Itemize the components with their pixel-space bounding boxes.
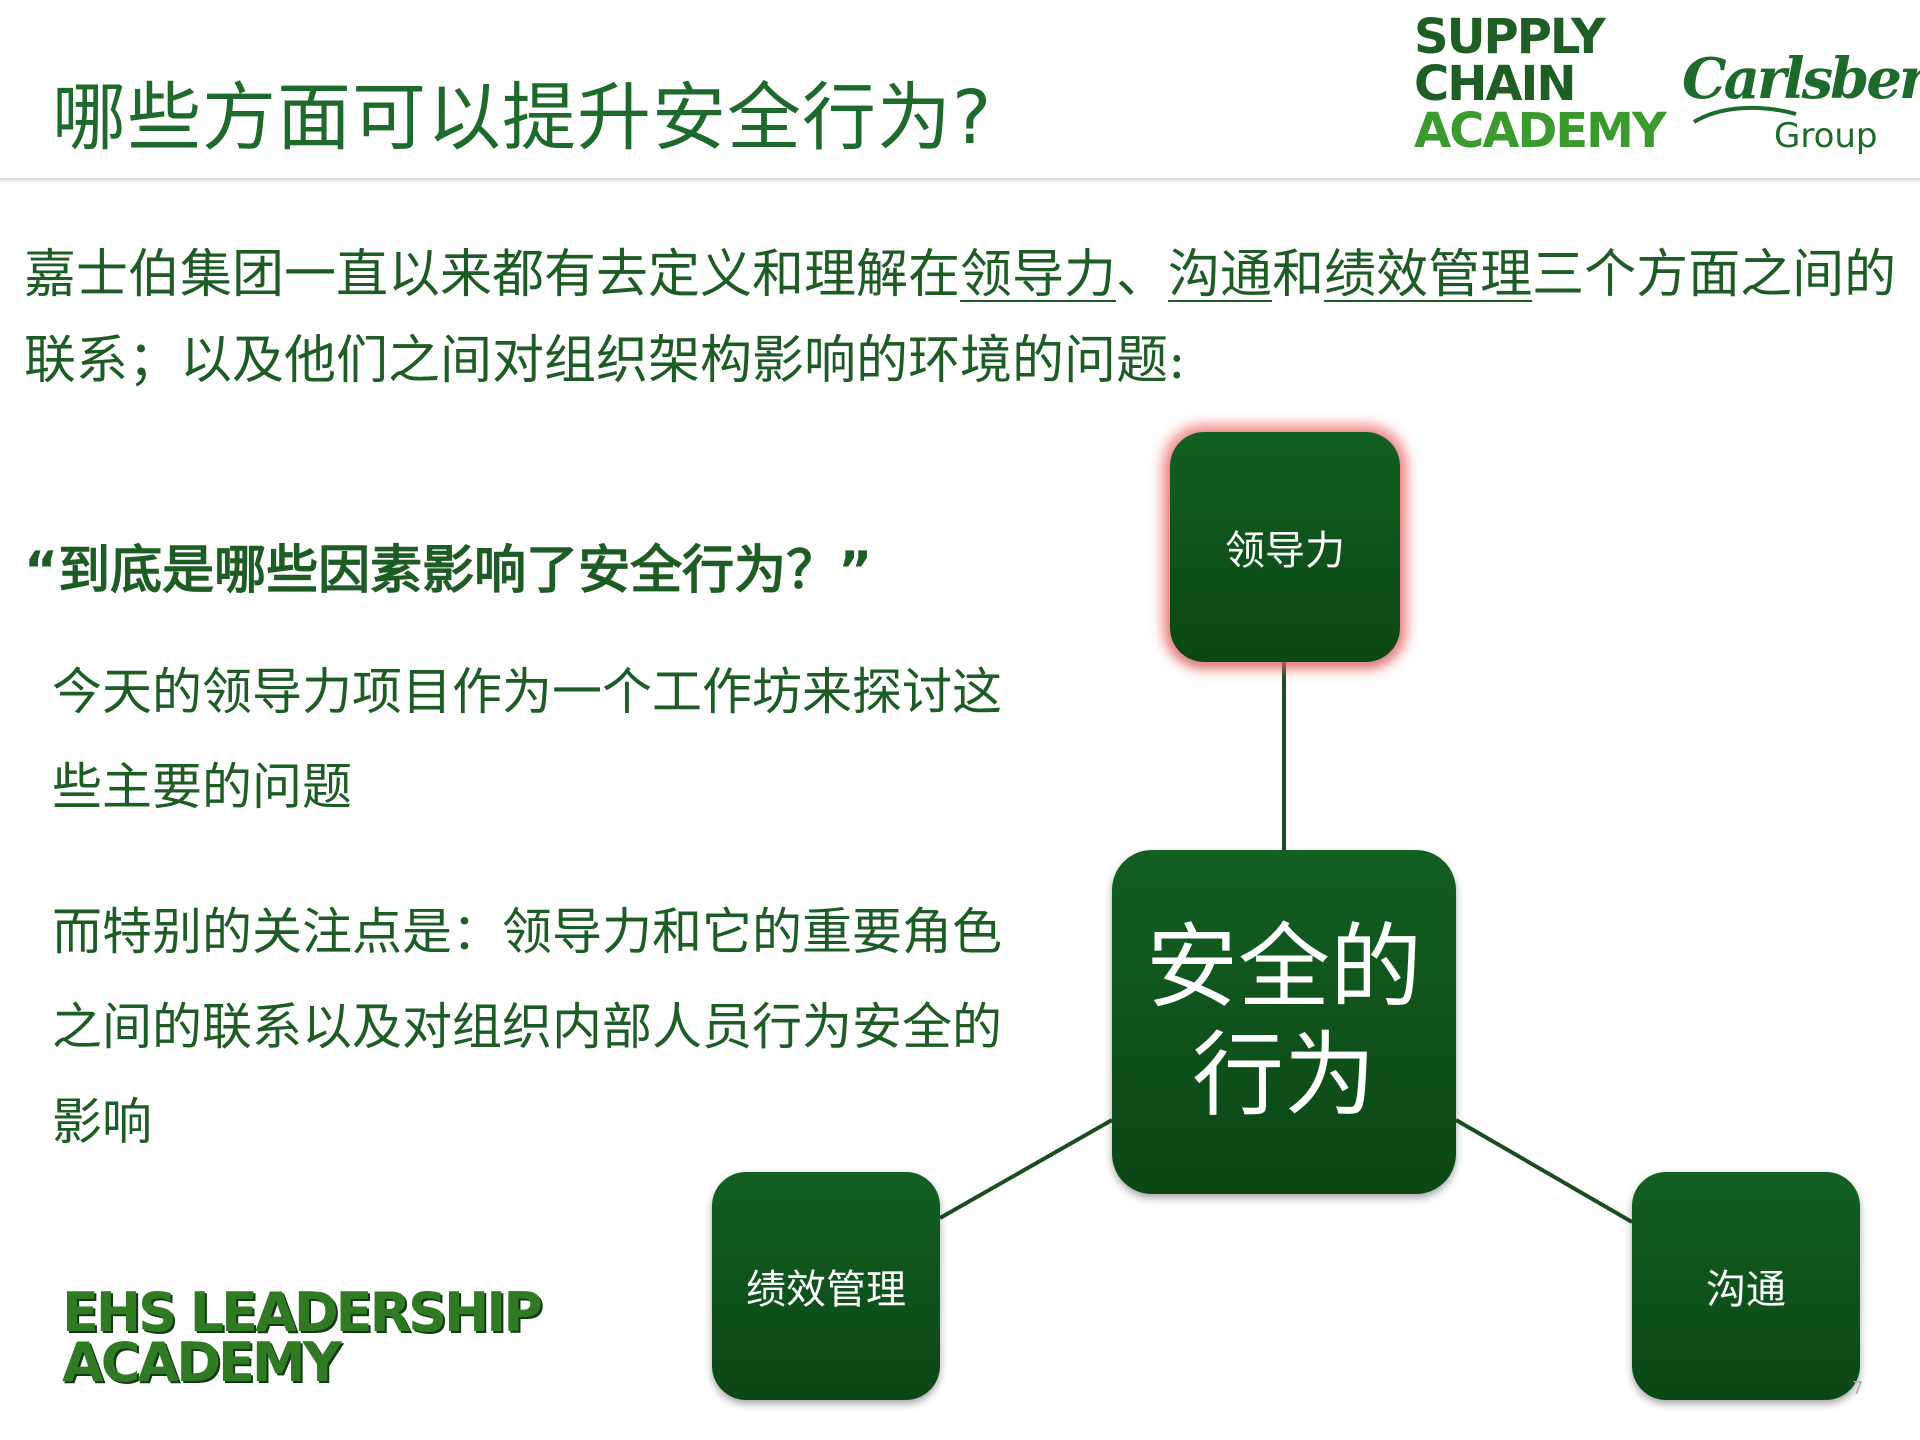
intro-paragraph: 嘉士伯集团一直以来都有去定义和理解在领导力、沟通和绩效管理三个方面之间的联系；以… [24, 232, 1904, 404]
intro-link-leadership: 领导力 [960, 245, 1117, 305]
logo-line-chain: CHAIN [1414, 56, 1577, 112]
key-question: “到底是哪些因素影响了安全行为？” [24, 541, 873, 601]
connector-communication [1454, 1118, 1634, 1224]
header-divider [0, 178, 1920, 184]
intro-sep-1: 、 [1116, 245, 1169, 305]
logo-line-academy: ACADEMY [1414, 103, 1667, 159]
carlsberg-group-label: Group [1774, 116, 1878, 156]
supply-chain-academy-logo: SUPPLY CHAIN ACADEMY [1414, 9, 1667, 159]
connector-performance [939, 1118, 1113, 1220]
intro-text-a: 嘉士伯集团一直以来都有去定义和理解在 [24, 245, 961, 305]
intro-text-b: 三个方面之间的联系；以及他们之间对组织架构影响的环境的问题: [24, 245, 1897, 391]
node-performance-label: 绩效管理 [746, 1267, 906, 1313]
ehs-logo-line-2: ACADEMY [62, 1331, 342, 1394]
node-center-line-2: 行为 [1191, 1022, 1376, 1129]
page-title: 哪些方面可以提升安全行为? [52, 75, 993, 161]
node-leadership-label: 领导力 [1225, 528, 1345, 574]
intro-sep-2: 和 [1272, 245, 1325, 305]
workshop-paragraph: 今天的领导力项目作为一个工作坊来探讨这些主要的问题 [52, 663, 1002, 816]
focus-paragraph: 而特别的关注点是：领导力和它的重要角色之间的联系以及对组织内部人员行为安全的影响 [52, 903, 1002, 1151]
node-center-line-1: 安全的 [1145, 914, 1422, 1021]
logo-line-supply: SUPPLY [1414, 9, 1606, 65]
intro-link-performance: 绩效管理 [1324, 245, 1533, 305]
node-communication-label: 沟通 [1706, 1267, 1786, 1313]
node-safe-behavior: 安全的 行为 [1112, 850, 1456, 1194]
carlsberg-swoosh-icon [1692, 105, 1797, 124]
node-leadership: 领导力 [1170, 432, 1400, 662]
ehs-logo-line-1: EHS LEADERSHIP [62, 1281, 543, 1344]
ehs-leadership-academy-logo: EHS LEADERSHIP ACADEMY [62, 1281, 543, 1394]
node-performance-management: 绩效管理 [712, 1172, 940, 1400]
page-number: 7 [1852, 1378, 1864, 1399]
node-communication: 沟通 [1632, 1172, 1860, 1400]
carlsberg-logo: Carlsberg [1682, 46, 1920, 112]
intro-link-communication: 沟通 [1168, 245, 1273, 305]
